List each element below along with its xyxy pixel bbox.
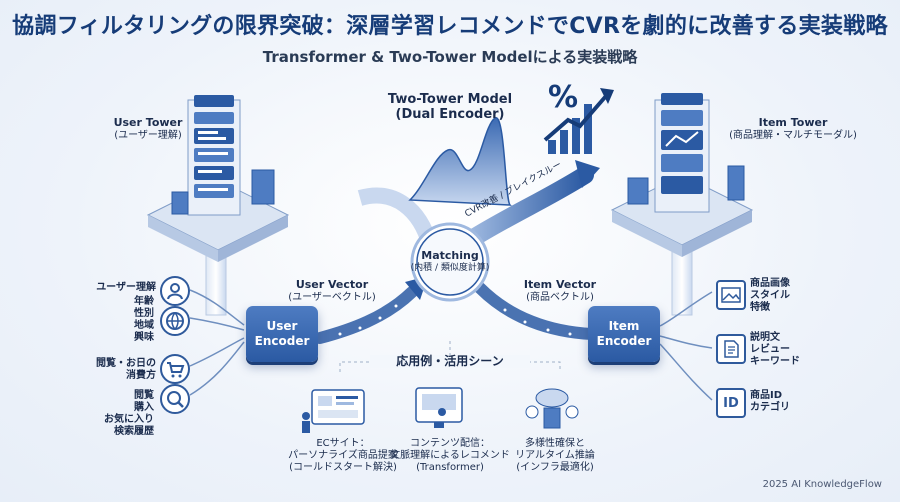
- user-input-label-2: 閲覧・お日の 消費方: [96, 358, 156, 381]
- user-vector-subtitle: (ユーザーベクトル): [288, 292, 376, 303]
- use-case-content-delivery: コンテンツ配信： 文脈理解によるレコメンド (Transformer): [390, 438, 510, 473]
- user-input-label-3: 閲覧 購入 お気に入り 検索履歴: [104, 390, 154, 437]
- user-tower-subtitle: (ユーザー理解): [114, 130, 182, 141]
- user-vector-label: User Vector (ユーザーベクトル): [282, 278, 382, 304]
- user-input-label-0: ユーザー理解: [96, 282, 156, 293]
- content-delivery-illustration: [415, 387, 463, 428]
- document-icon: [716, 334, 746, 364]
- item-vector-label: Item Vector (商品ベクトル): [515, 278, 605, 304]
- use-case-infrastructure: 多様性確保と リアルタイム推論 (インフラ最適化): [515, 438, 595, 473]
- item-tower-graphic: [610, 93, 754, 257]
- credit-text: 2025 AI KnowledgeFlow: [762, 479, 882, 490]
- item-vector-title: Item Vector: [523, 278, 597, 291]
- history-icon: [160, 384, 190, 414]
- person-icon: [160, 276, 190, 306]
- item-input-label-2: 商品ID カテゴリ: [750, 390, 790, 413]
- user-vector-title: User Vector: [295, 278, 369, 291]
- user-encoder-line2: Encoder: [254, 334, 310, 348]
- item-vector-subtitle: (商品ベクトル): [526, 292, 594, 303]
- two-tower-model-subtitle: (Dual Encoder): [395, 107, 505, 122]
- item-tower-label: Item Tower (商品理解・マルチモーダル): [718, 116, 868, 142]
- globe-icon: [160, 306, 190, 336]
- item-tower-subtitle: (商品理解・マルチモーダル): [729, 130, 857, 141]
- matching-node: Matching (内積 / 類似度計算): [405, 249, 495, 275]
- two-tower-model-title: Two-Tower Model: [387, 92, 513, 107]
- image-icon: [716, 280, 746, 310]
- item-encoder-box: Item Encoder: [588, 306, 660, 362]
- matching-subtitle: (内積 / 類似度計算): [410, 263, 490, 273]
- cart-icon: [160, 354, 190, 384]
- infrastructure-illustration: [525, 388, 579, 429]
- item-encoder-line2: Encoder: [596, 334, 652, 348]
- id-icon: ID: [716, 388, 746, 418]
- user-encoder-line1: User: [266, 319, 298, 333]
- item-input-label-1: 説明文 レビュー キーワード: [750, 332, 800, 367]
- user-tower-label: User Tower (ユーザー理解): [98, 116, 198, 142]
- page-subtitle: Transformer & Two-Tower Modelによる実装戦略: [262, 48, 638, 66]
- page-title: 協調フィルタリングの限界突破：深層学習レコメンドでCVRを劇的に改善する実装戦略: [12, 14, 888, 39]
- percent-icon: %: [548, 80, 579, 115]
- item-input-label-0: 商品画像 スタイル 特徴: [750, 278, 790, 313]
- two-tower-model-label: Two-Tower Model (Dual Encoder): [385, 92, 515, 122]
- growth-chart-icon: [543, 88, 614, 154]
- use-cases-title: 応用例・活用シーン: [370, 355, 530, 368]
- user-tower-title: User Tower: [113, 116, 183, 129]
- use-case-ec-site: ECサイト： パーソナライズ商品提案 (コールドスタート解決): [288, 438, 398, 473]
- user-tower-graphic: [146, 95, 290, 262]
- user-input-label-1: 年齢 性別 地域 興味: [134, 296, 154, 343]
- matching-title: Matching: [421, 249, 479, 262]
- item-tower-title: Item Tower: [758, 116, 828, 129]
- item-encoder-line1: Item: [608, 319, 640, 333]
- ec-site-illustration: [302, 389, 365, 433]
- user-encoder-box: User Encoder: [246, 306, 318, 362]
